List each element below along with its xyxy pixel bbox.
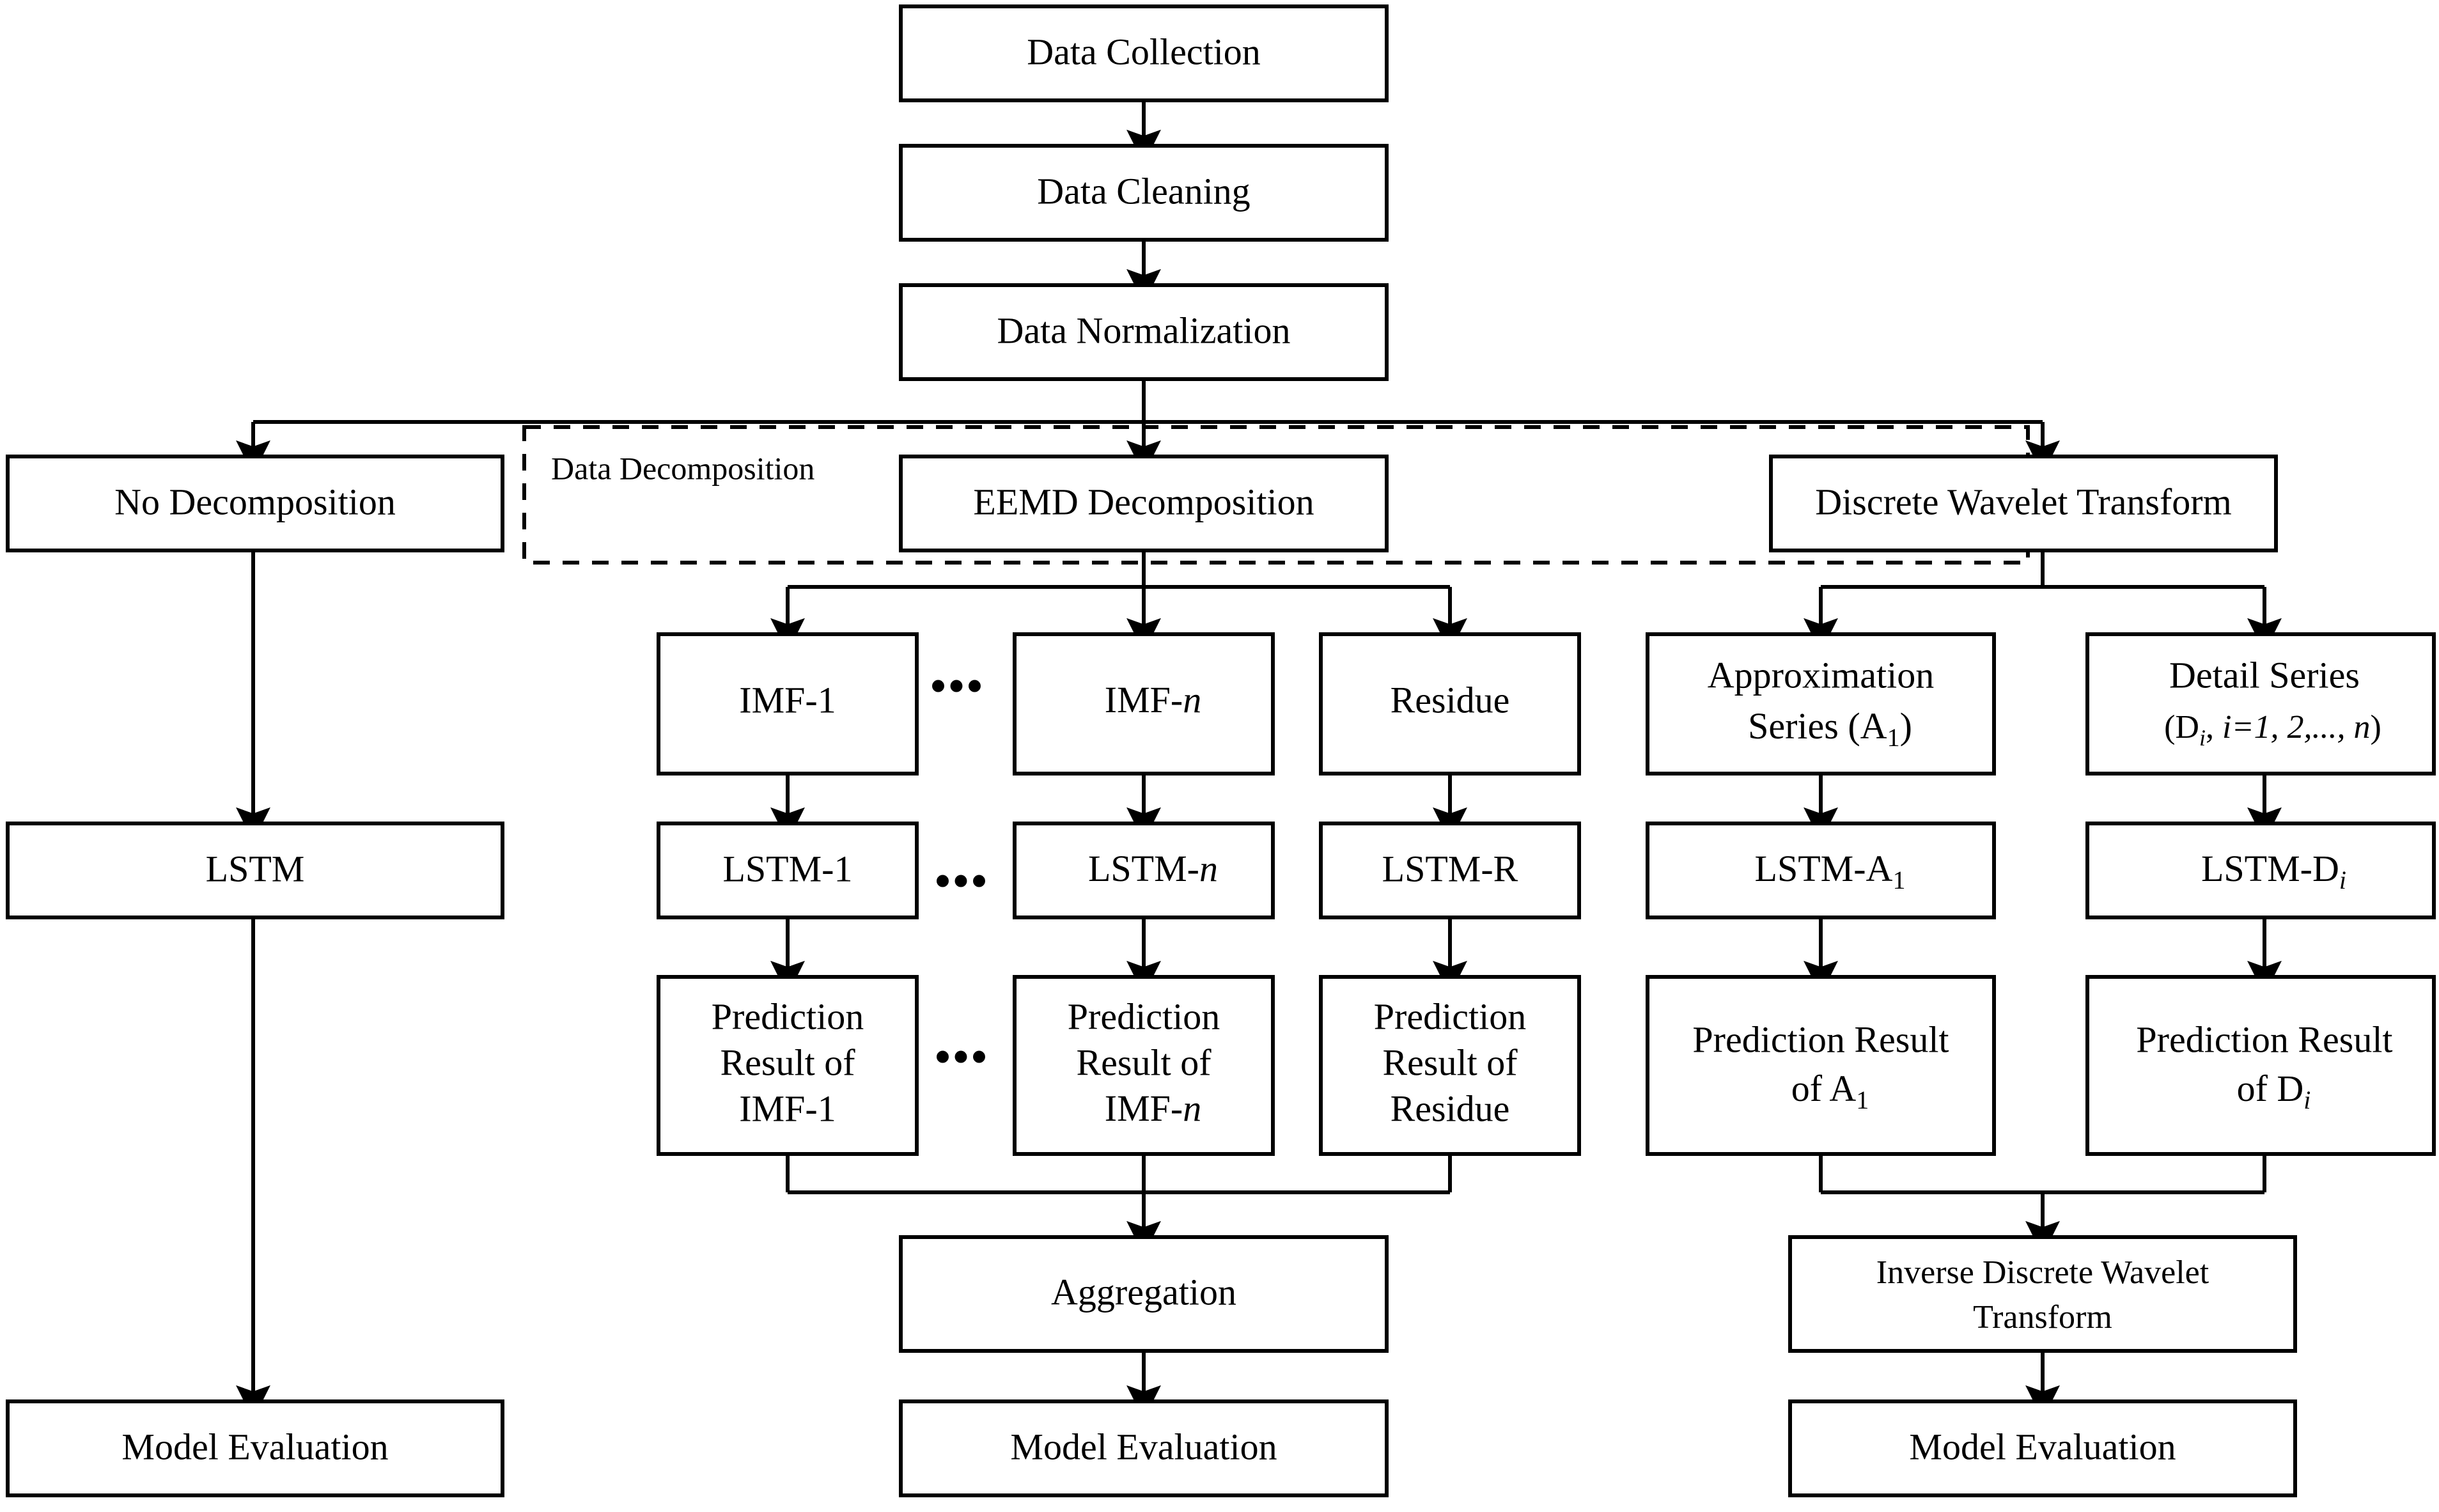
node-lstm-a1[interactable] — [1646, 822, 1996, 919]
node-lstm-di-label: LSTM-Di — [2136, 848, 2392, 900]
pred-a1-prefix: of A — [1791, 1068, 1857, 1109]
node-no-decomposition[interactable] — [6, 455, 504, 552]
node-eemd-decomposition-label: EEMD Decomposition — [973, 481, 1314, 522]
node-pred-imf-n[interactable] — [1013, 975, 1275, 1156]
node-lstm[interactable] — [6, 822, 504, 919]
node-imf-n-var: n — [1183, 679, 1201, 721]
node-data-cleaning[interactable] — [899, 144, 1389, 242]
node-lstm-di[interactable] — [2085, 822, 2436, 919]
node-pred-a1-line2: of A1 — [1726, 1068, 1915, 1119]
detail-series-expression: i=1, 2,..., n — [2222, 709, 2371, 745]
node-pred-a1[interactable] — [1646, 975, 1996, 1156]
detail-series-subscript: i — [2199, 725, 2206, 751]
node-data-collection[interactable] — [899, 4, 1389, 102]
node-lstm-label: LSTM — [206, 848, 305, 889]
node-lstm-n-label: LSTM-n — [1024, 848, 1265, 889]
node-pred-a1-line1: Prediction Result — [1692, 1018, 1949, 1060]
node-pred-di[interactable] — [2085, 975, 2436, 1156]
pred-di-prefix: of D — [2237, 1068, 2304, 1109]
node-pred-residue-line3: Residue — [1391, 1087, 1510, 1129]
node-eemd-decomposition[interactable] — [899, 455, 1389, 552]
node-discrete-wavelet-transform[interactable] — [1769, 455, 2278, 552]
node-approximation-series-line2: Series (A1) — [1683, 705, 1959, 752]
node-data-collection-label: Data Collection — [1027, 31, 1261, 72]
node-lstm-n-var: n — [1199, 848, 1218, 889]
node-lstm-r-label: LSTM-R — [1382, 848, 1518, 889]
node-aggregation[interactable] — [899, 1235, 1389, 1353]
node-pred-residue-line1: Prediction — [1374, 995, 1526, 1037]
node-no-decomposition-label: No Decomposition — [114, 481, 396, 522]
node-model-evaluation-right[interactable] — [1788, 1399, 2297, 1497]
node-pred-imf-1[interactable] — [657, 975, 919, 1156]
node-approximation-series[interactable] — [1646, 632, 1996, 775]
node-imf-1-label: IMF-1 — [739, 679, 836, 721]
node-lstm-di-subscript: i — [2339, 866, 2346, 894]
pred-imf-n-var: n — [1183, 1087, 1201, 1129]
node-inverse-dwt-line1: Inverse Discrete Wavelet — [1876, 1254, 2209, 1291]
node-pred-imf-1-line1: Prediction — [712, 995, 864, 1037]
ellipsis-imf-row: ••• — [930, 662, 985, 711]
pred-a1-subscript: 1 — [1856, 1086, 1869, 1114]
node-residue[interactable] — [1319, 632, 1581, 775]
node-aggregation-label: Aggregation — [1051, 1271, 1236, 1313]
pred-di-subscript: i — [2303, 1086, 2310, 1114]
approximation-series-subscript: 1 — [1887, 723, 1900, 752]
node-detail-series[interactable] — [2085, 632, 2436, 775]
node-lstm-1[interactable] — [657, 822, 919, 919]
node-imf-n[interactable] — [1013, 632, 1275, 775]
node-model-evaluation-left[interactable] — [6, 1399, 504, 1497]
node-imf-n-prefix: IMF- — [1105, 679, 1183, 721]
approximation-series-prefix: Series (A — [1748, 705, 1887, 747]
node-lstm-n-prefix: LSTM- — [1088, 848, 1199, 889]
node-pred-imf-1-line2: Result of — [720, 1041, 855, 1083]
ellipsis-prediction-row: ••• — [935, 1033, 990, 1082]
node-residue-label: Residue — [1391, 679, 1510, 721]
detail-series-comma: , — [2206, 709, 2222, 745]
node-pred-imf-n-line1: Prediction — [1068, 995, 1220, 1037]
node-lstm-1-label: LSTM-1 — [723, 848, 853, 889]
node-pred-imf-1-line3: IMF-1 — [739, 1087, 836, 1129]
node-pred-imf-n-line2: Result of — [1076, 1041, 1212, 1083]
node-pred-di-line1: Prediction Result — [2136, 1018, 2392, 1060]
data-decomposition-group-label: Data Decomposition — [551, 450, 814, 486]
node-detail-series-line1: Detail Series — [2169, 654, 2360, 696]
node-lstm-a1-prefix: LSTM-A — [1755, 848, 1893, 889]
ellipsis-lstm-row: ••• — [935, 857, 990, 906]
node-data-cleaning-label: Data Cleaning — [1037, 170, 1250, 212]
node-data-normalization-label: Data Normalization — [997, 309, 1291, 351]
node-pred-residue-line2: Result of — [1382, 1041, 1518, 1083]
node-data-normalization[interactable] — [899, 283, 1389, 381]
node-detail-series-line2: (Di, i=1, 2,..., n) — [2106, 709, 2423, 751]
node-lstm-r[interactable] — [1319, 822, 1581, 919]
node-imf-n-label: IMF-n — [1040, 679, 1247, 721]
detail-series-prefix: (D — [2164, 709, 2199, 745]
approximation-series-suffix: ) — [1900, 705, 1912, 747]
node-lstm-di-prefix: LSTM-D — [2201, 848, 2339, 889]
node-lstm-a1-label: LSTM-A1 — [1690, 848, 1952, 900]
pred-imf-n-prefix: IMF- — [1105, 1087, 1183, 1129]
node-pred-di-line2: of Di — [2172, 1068, 2357, 1119]
node-inverse-dwt-line2: Transform — [1973, 1299, 2112, 1336]
node-model-evaluation-left-label: Model Evaluation — [121, 1426, 388, 1467]
node-lstm-a1-subscript: 1 — [1892, 866, 1905, 894]
node-inverse-dwt[interactable] — [1788, 1235, 2297, 1353]
node-lstm-n[interactable] — [1013, 822, 1275, 919]
detail-series-suffix: ) — [2371, 709, 2381, 745]
node-imf-1[interactable] — [657, 632, 919, 775]
node-model-evaluation-center-label: Model Evaluation — [1010, 1426, 1277, 1467]
node-pred-residue[interactable] — [1319, 975, 1581, 1156]
node-pred-imf-n-line3: IMF-n — [1040, 1087, 1247, 1129]
node-model-evaluation-right-label: Model Evaluation — [1909, 1426, 2176, 1467]
node-model-evaluation-center[interactable] — [899, 1399, 1389, 1497]
node-discrete-wavelet-transform-label: Discrete Wavelet Transform — [1815, 481, 2231, 522]
node-approximation-series-line1: Approximation — [1708, 654, 1934, 696]
